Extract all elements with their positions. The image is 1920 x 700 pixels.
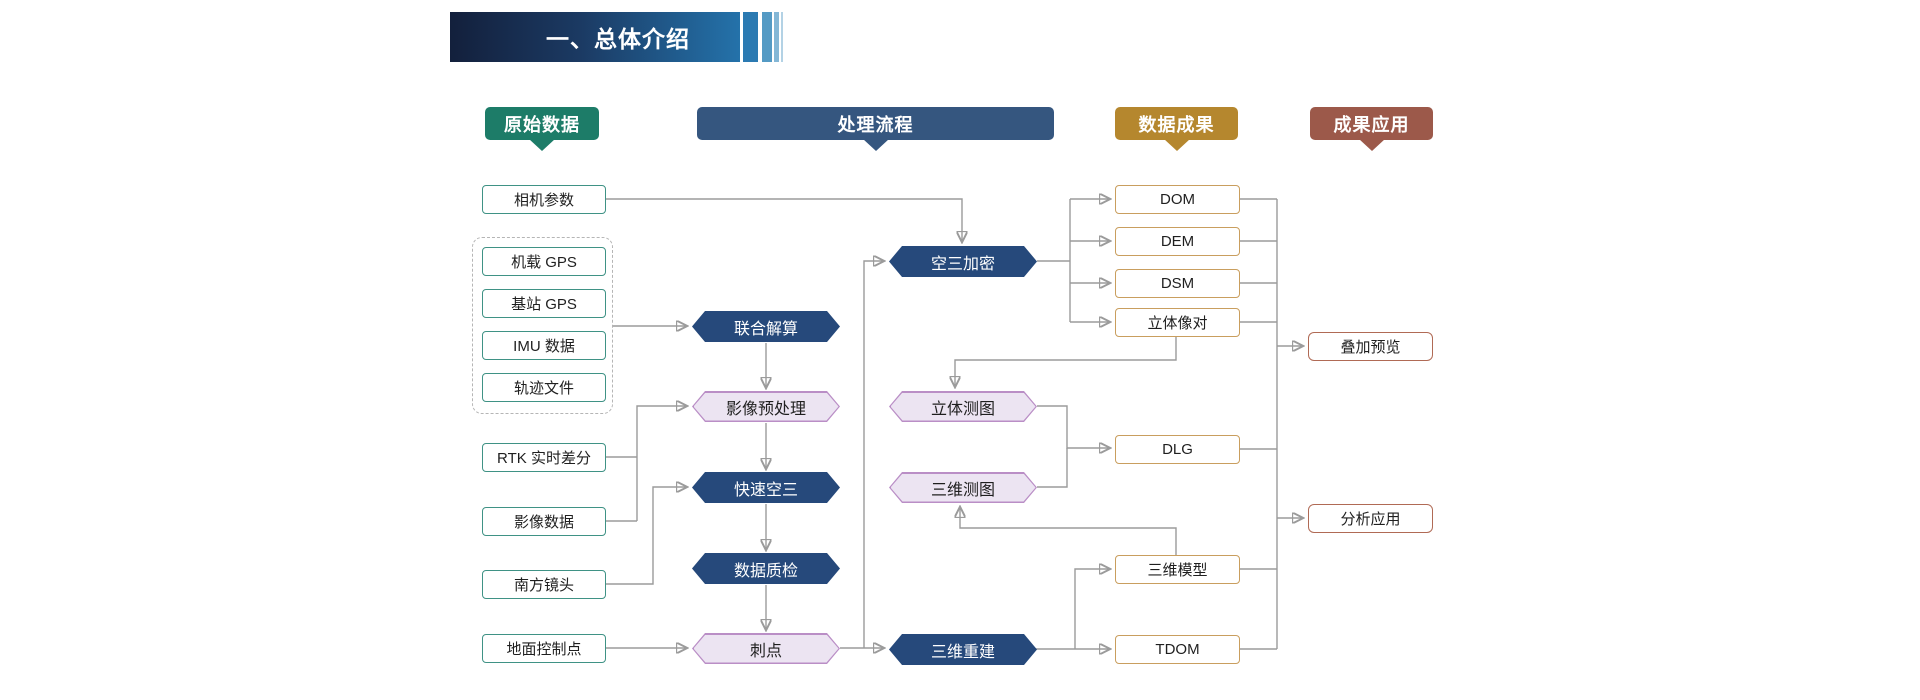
section-title-banner: 一、总体介绍 [450,12,740,62]
hex-3d-mapping: 三维测图 [889,472,1037,503]
column-header-result-apps: 成果应用 [1310,107,1433,151]
hex-3d-reconstruction: 三维重建 [889,634,1037,665]
hex-point-pricking: 刺点 [692,633,840,664]
node-base-station-gps: 基站 GPS [482,289,606,318]
column-header-data-results: 数据成果 [1115,107,1238,151]
node-south-lens: 南方镜头 [482,570,606,599]
node-camera-params: 相机参数 [482,185,606,214]
hex-stereo-mapping: 立体测图 [889,391,1037,422]
column-header-raw-data: 原始数据 [485,107,599,151]
node-ground-control-points: 地面控制点 [482,634,606,663]
badge-pointer [529,139,555,151]
node-dlg: DLG [1115,435,1240,464]
banner-stripe [781,12,783,62]
node-image-data: 影像数据 [482,507,606,536]
hex-joint-solution: 联合解算 [692,311,840,342]
badge-pointer [1358,139,1385,151]
badge-pointer [1163,139,1190,151]
node-track-file: 轨迹文件 [482,373,606,402]
node-3d-model: 三维模型 [1115,555,1240,584]
node-stereo-pair: 立体像对 [1115,308,1240,337]
node-imu-data: IMU 数据 [482,331,606,360]
node-dsm: DSM [1115,269,1240,298]
node-dom: DOM [1115,185,1240,214]
node-overlay-preview: 叠加预览 [1308,332,1433,361]
node-dem: DEM [1115,227,1240,256]
hex-quick-at: 快速空三 [692,472,840,503]
column-header-process-flow: 处理流程 [697,107,1054,151]
banner-stripe [774,12,779,62]
banner-stripe [743,12,758,62]
node-airborne-gps: 机载 GPS [482,247,606,276]
hex-image-preprocess: 影像预处理 [692,391,840,422]
node-rtk-realtime-diff: RTK 实时差分 [482,443,606,472]
node-analysis-app: 分析应用 [1308,504,1433,533]
banner-stripe [762,12,772,62]
hex-data-qc: 数据质检 [692,553,840,584]
badge-pointer [862,139,889,151]
section-title: 一、总体介绍 [546,26,690,52]
gps-dashed-group [472,237,613,414]
node-tdom: TDOM [1115,635,1240,664]
hex-at-densification: 空三加密 [889,246,1037,277]
